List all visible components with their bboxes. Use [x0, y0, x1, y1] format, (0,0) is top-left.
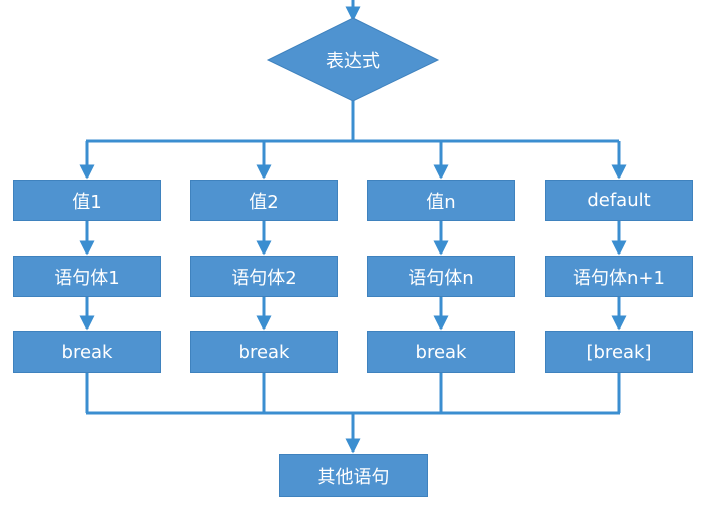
- exit-box-2: break: [190, 331, 338, 373]
- case-box-default: default: [545, 180, 693, 221]
- case-box-2: 值2: [190, 180, 338, 221]
- exit-box-n: break: [367, 331, 515, 373]
- body-box-n: 语句体n: [367, 256, 515, 297]
- decision-label: 表达式: [326, 51, 380, 72]
- body-box-default: 语句体n+1: [545, 256, 693, 297]
- decision-diamond: [266, 17, 440, 102]
- body-box-1: 语句体1: [13, 256, 161, 297]
- body-box-2: 语句体2: [190, 256, 338, 297]
- exit-box-1: break: [13, 331, 161, 373]
- case-box-1: 值1: [13, 180, 161, 221]
- merge-box: 其他语句: [279, 454, 428, 497]
- exit-box-default: [break]: [545, 331, 693, 373]
- case-box-n: 值n: [367, 180, 515, 221]
